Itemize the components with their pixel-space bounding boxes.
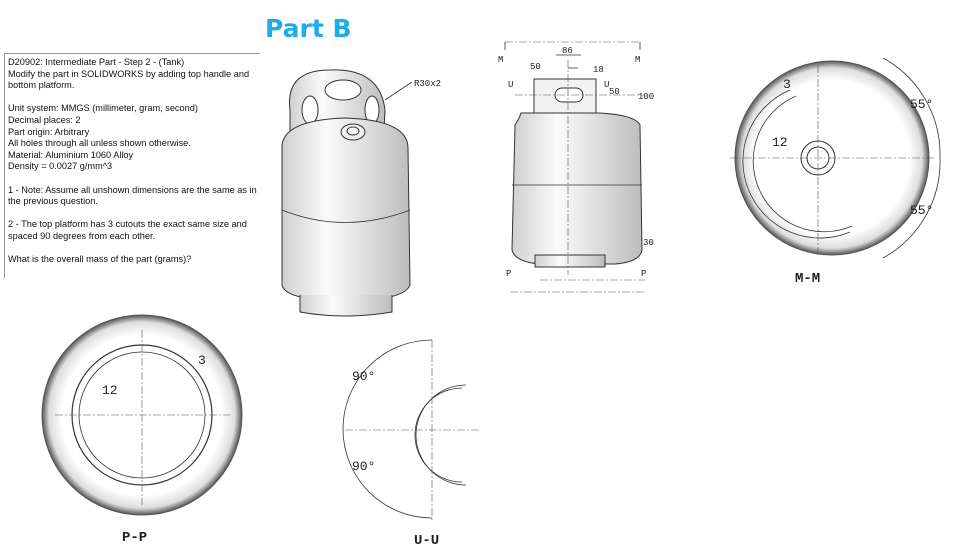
section-label: M-M xyxy=(795,271,820,287)
dim-50-right: 50 xyxy=(609,87,620,97)
section-u-right: U xyxy=(604,80,609,90)
angle-top: 55° xyxy=(910,97,933,112)
dim-50-slot: 50 xyxy=(530,62,541,72)
question-line: Modify the part in SOLIDWORKS by adding … xyxy=(8,68,250,91)
question-line: Unit system: MMGS (millimeter, gram, sec… xyxy=(8,103,198,114)
angle-bottom: 55° xyxy=(910,203,933,218)
section-pp-view: 3 12 P-P xyxy=(41,314,243,546)
question-text-box: D20902: Intermediate Part - Step 2 - (Ta… xyxy=(4,53,260,278)
dim-30: 30 xyxy=(643,238,654,248)
dim-100: 100 xyxy=(638,92,654,102)
question-line: 2 - The top platform has 3 cutouts the e… xyxy=(8,219,247,241)
radius-label: R30x2 xyxy=(414,79,441,89)
front-view: M M 86 18 50 50 100 30 U U P P xyxy=(498,41,654,293)
section-label: U-U xyxy=(414,533,439,549)
question-line: Part origin: Arbitrary xyxy=(8,126,90,137)
dim-offset: 12 xyxy=(772,135,788,150)
angle-bottom: 90° xyxy=(352,459,375,474)
section-u-left: U xyxy=(508,80,513,90)
dim-offset: 12 xyxy=(102,383,118,398)
page-title: Part B xyxy=(265,14,352,43)
question-line: Material: Aluminium 1060 Alloy xyxy=(8,149,134,160)
question-line: 1 - Note: Assume all unshown dimensions … xyxy=(8,184,257,207)
question-line: D20902: Intermediate Part - Step 2 - (Ta… xyxy=(8,57,185,67)
question-line: What is the overall mass of the part (gr… xyxy=(8,254,192,265)
question-line: Density = 0.0027 g/mm^3 xyxy=(8,161,113,172)
section-p-left: P xyxy=(506,269,511,279)
question-line: All holes through all unless shown other… xyxy=(8,138,191,149)
dim-18: 18 xyxy=(593,65,604,75)
section-uu-view: 90° 90° U-U xyxy=(342,339,480,549)
dim-86: 86 xyxy=(562,46,573,56)
section-mm-view: 3 12 55° 55° M-M xyxy=(730,57,941,287)
question-line: Decimal places: 2 xyxy=(8,114,81,125)
angle-top: 90° xyxy=(352,369,375,384)
isometric-view: R30x2 xyxy=(281,69,441,317)
dim-thickness: 3 xyxy=(198,353,206,368)
dim-thickness: 3 xyxy=(783,77,791,92)
section-m-right: M xyxy=(635,55,640,65)
section-p-right: P xyxy=(641,269,646,279)
section-m-left: M xyxy=(498,55,503,65)
section-label: P-P xyxy=(122,530,147,546)
